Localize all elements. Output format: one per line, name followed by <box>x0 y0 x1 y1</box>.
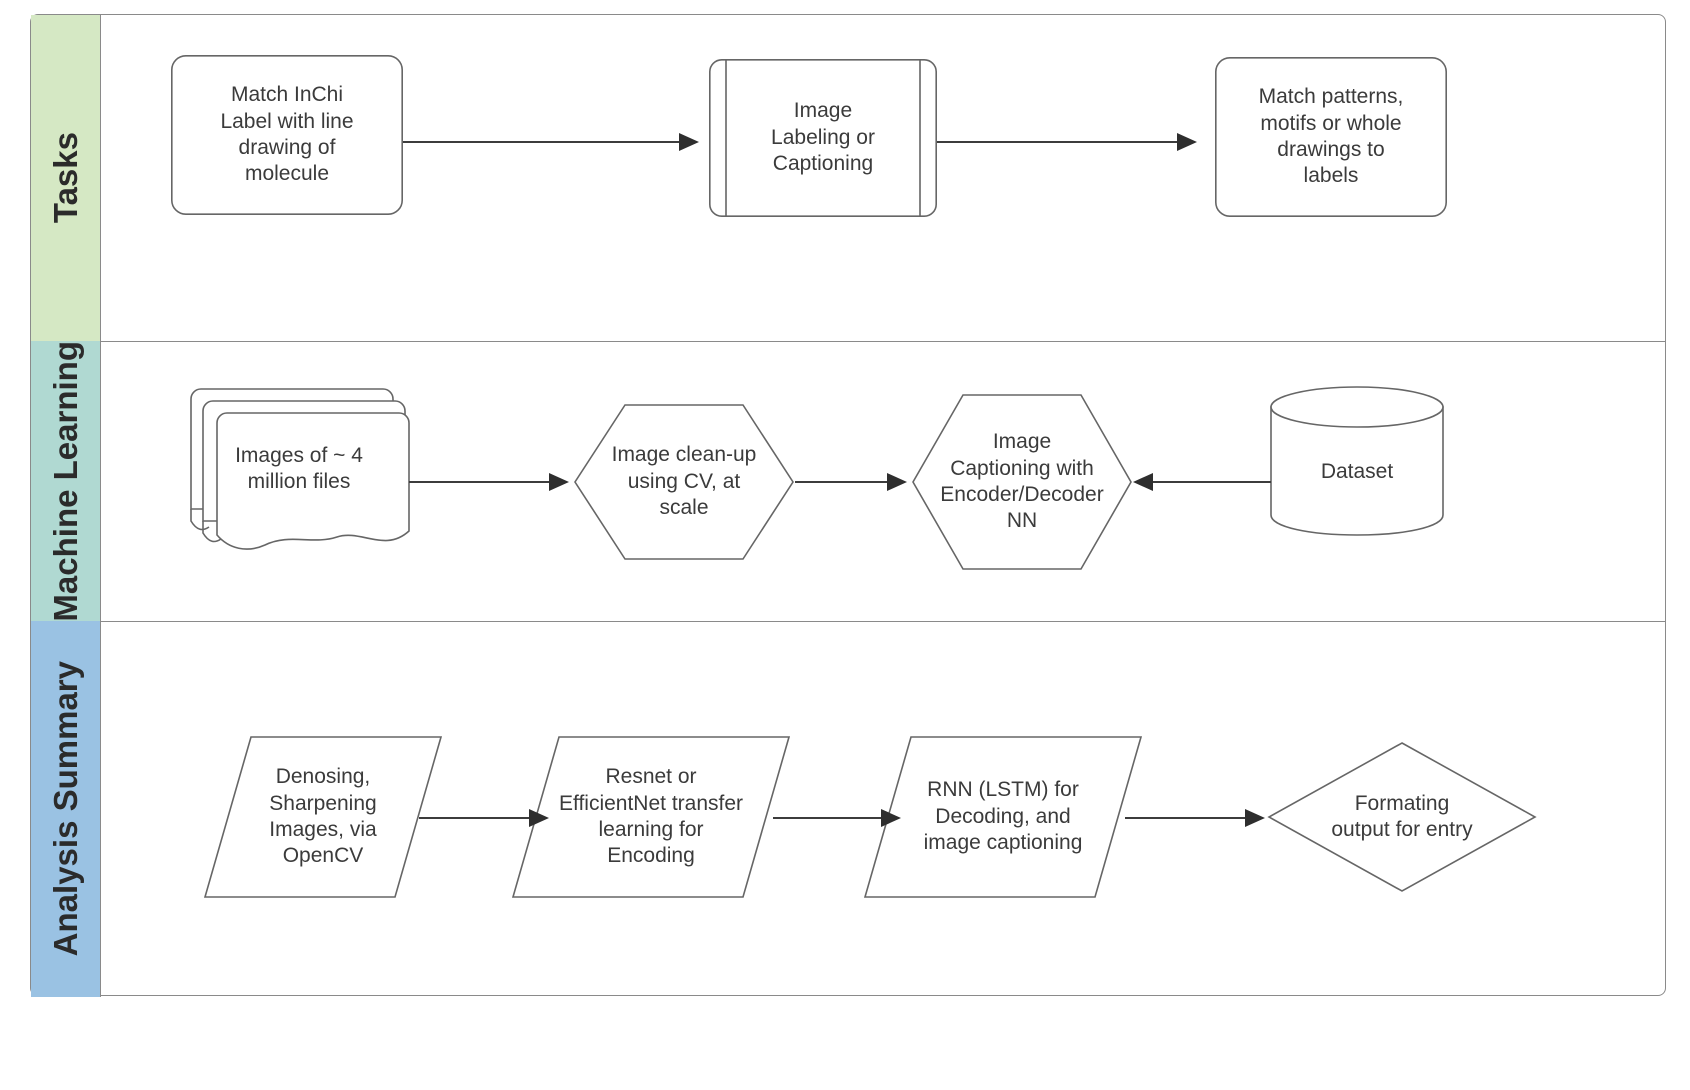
node-match-inchi[interactable]: Match InChi Label with line drawing of m… <box>171 55 403 215</box>
lane-divider-1 <box>31 341 1665 342</box>
arrowhead-ml-1 <box>549 473 569 491</box>
node-label: Image Labeling or Captioning <box>771 99 875 176</box>
node-match-patterns[interactable]: Match patterns, motifs or whole drawings… <box>1215 57 1447 217</box>
node-label: Resnet or EfficientNet transfer learning… <box>558 765 744 868</box>
lane-body-tasks: Match InChi Label with line drawing of m… <box>101 15 1665 341</box>
lane-body-analysis-summary: Denosing, Sharpening Images, via OpenCV … <box>101 621 1665 997</box>
connector-tasks-2 <box>937 141 1179 143</box>
node-label: Formating output for entry <box>1331 791 1473 841</box>
lane-title-analysis-summary: Analysis Summary <box>46 661 84 957</box>
lane-title-tasks: Tasks <box>46 132 84 224</box>
node-images-files[interactable]: Images of ~ 4 million files <box>177 381 410 553</box>
node-label: Dataset <box>1320 459 1394 483</box>
connector-ml-1 <box>409 481 551 483</box>
lane-tasks: Tasks Match InChi Label with line drawin… <box>31 15 1665 341</box>
node-image-labeling[interactable]: Image Labeling or Captioning <box>709 59 937 217</box>
arrowhead-tasks-1 <box>679 133 699 151</box>
lane-header-machine-learning[interactable]: Machine Learning <box>31 341 101 621</box>
connector-as-3 <box>1125 817 1247 819</box>
swimlane-pool: Tasks Match InChi Label with line drawin… <box>30 14 1666 997</box>
node-label: Images of ~ 4 million files <box>235 443 363 493</box>
node-formatting-output[interactable]: Formating output for entry <box>1267 741 1537 893</box>
node-label: Image clean-up using CV, at scale <box>611 443 757 520</box>
node-dataset[interactable]: Dataset <box>1269 385 1445 537</box>
connector-tasks-1 <box>403 141 681 143</box>
connector-as-2 <box>773 817 883 819</box>
lane-header-tasks[interactable]: Tasks <box>31 15 101 341</box>
node-label: Image Captioning with Encoder/Decoder NN <box>940 430 1104 533</box>
connector-ml-3 <box>1153 481 1271 483</box>
node-label: Match patterns, motifs or whole drawings… <box>1258 85 1404 188</box>
connector-ml-2 <box>795 481 889 483</box>
arrowhead-as-1 <box>529 809 549 827</box>
node-rnn-lstm[interactable]: RNN (LSTM) for Decoding, and image capti… <box>863 735 1143 899</box>
arrowhead-as-3 <box>1245 809 1265 827</box>
node-image-cleanup[interactable]: Image clean-up using CV, at scale <box>573 403 795 561</box>
arrowhead-ml-3 <box>1133 473 1153 491</box>
node-denoising[interactable]: Denosing, Sharpening Images, via OpenCV <box>203 735 443 899</box>
lane-machine-learning: Machine Learning I <box>31 341 1665 621</box>
node-label: RNN (LSTM) for Decoding, and image capti… <box>923 778 1083 855</box>
lane-body-machine-learning: Images of ~ 4 million files Image clean-… <box>101 341 1665 621</box>
lane-header-analysis-summary[interactable]: Analysis Summary <box>31 621 101 997</box>
connector-as-1 <box>419 817 531 819</box>
node-resnet-efficientnet[interactable]: Resnet or EfficientNet transfer learning… <box>511 735 791 899</box>
arrowhead-ml-2 <box>887 473 907 491</box>
lane-title-machine-learning: Machine Learning <box>46 340 84 622</box>
node-label: Match InChi Label with line drawing of m… <box>220 83 354 186</box>
node-image-captioning-nn[interactable]: Image Captioning with Encoder/Decoder NN <box>911 393 1133 571</box>
node-label: Denosing, Sharpening Images, via OpenCV <box>269 765 377 868</box>
lane-analysis-summary: Analysis Summary Denosing, Sharpening Im… <box>31 621 1665 997</box>
arrowhead-tasks-2 <box>1177 133 1197 151</box>
arrowhead-as-2 <box>881 809 901 827</box>
lane-divider-2 <box>31 621 1665 622</box>
